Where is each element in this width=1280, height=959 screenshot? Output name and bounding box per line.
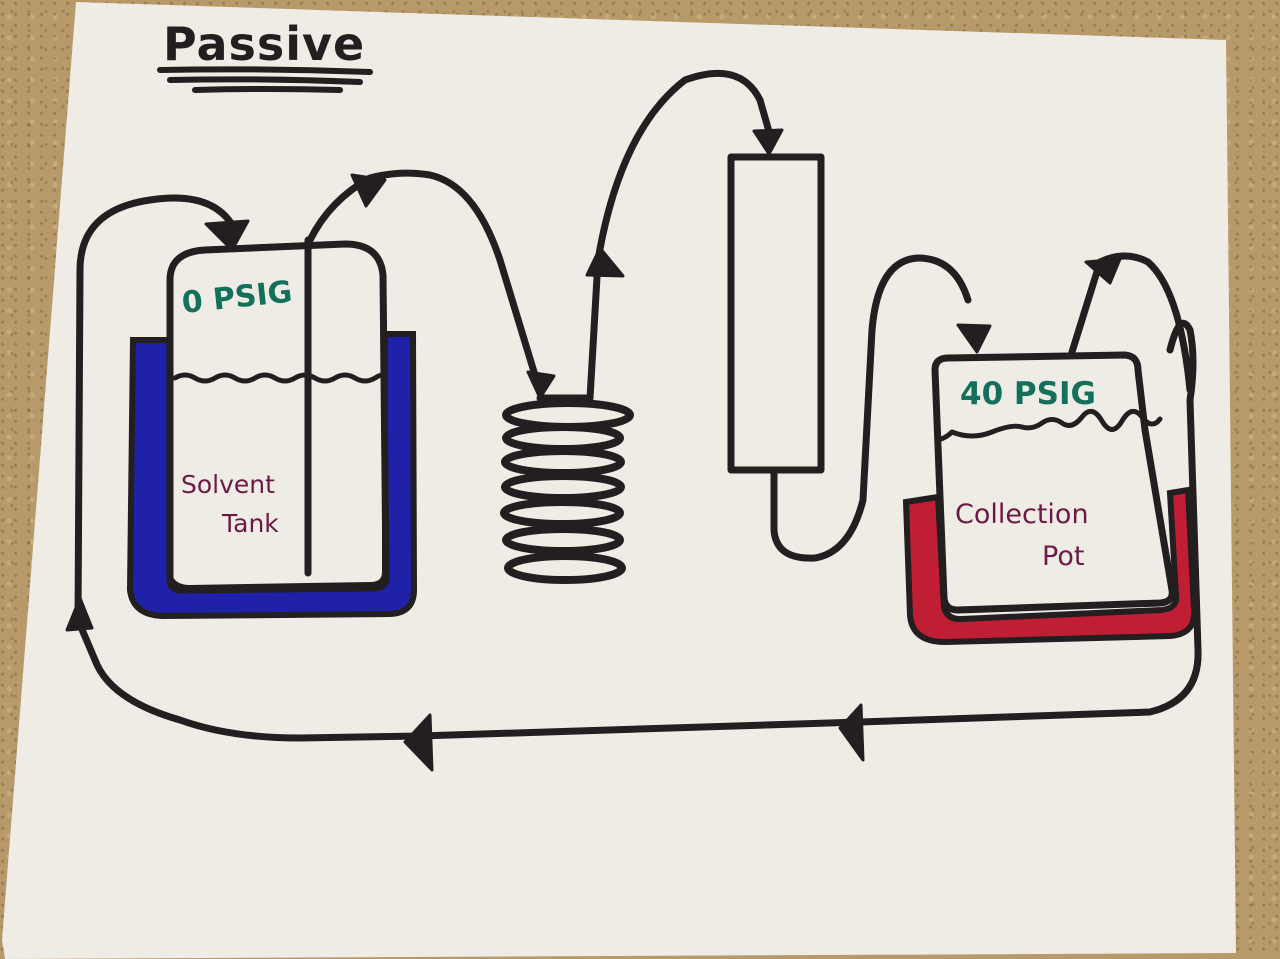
collection-pot-label-line2: Pot: [1042, 541, 1084, 572]
arrow-up-right-icon: [1084, 257, 1122, 285]
collection-pot-label-line1: Collection: [955, 499, 1089, 530]
solvent-to-coil-pipe: [306, 169, 542, 389]
arrow-down-icon: [752, 128, 784, 156]
collection-pot-pressure: 40 PSIG: [960, 376, 1096, 412]
solvent-tank-label-line1: Solvent: [181, 470, 275, 499]
arrow-up-right-icon: [350, 173, 387, 208]
pot-outlet-pipe: [1068, 252, 1194, 394]
flow-arrows: [65, 128, 1122, 772]
arrow-down-icon: [956, 323, 992, 354]
column: [727, 153, 972, 562]
coil: [500, 394, 634, 584]
return-pipe: [74, 194, 1202, 742]
collection-level: [935, 408, 1163, 443]
arrow-up-icon: [65, 596, 94, 632]
arrow-left-icon: [403, 713, 434, 772]
diagram-title: Passive: [163, 17, 365, 71]
arrow-left-icon: [838, 703, 865, 762]
flow-lines: [74, 69, 1202, 742]
column-outlet-pipe: [770, 254, 972, 562]
arrow-down-icon: [526, 370, 556, 400]
coil-to-column-pipe: [586, 69, 774, 402]
collection-pot: 40 PSIG Collection Pot: [902, 351, 1198, 646]
arrow-up-icon: [585, 246, 625, 278]
title-underline: [157, 66, 373, 93]
arrow-down-icon: [204, 219, 250, 252]
solvent-level: [172, 372, 388, 384]
collection-pot-jacket: [902, 486, 1198, 646]
solvent-tank-label-line2: Tank: [221, 509, 279, 538]
